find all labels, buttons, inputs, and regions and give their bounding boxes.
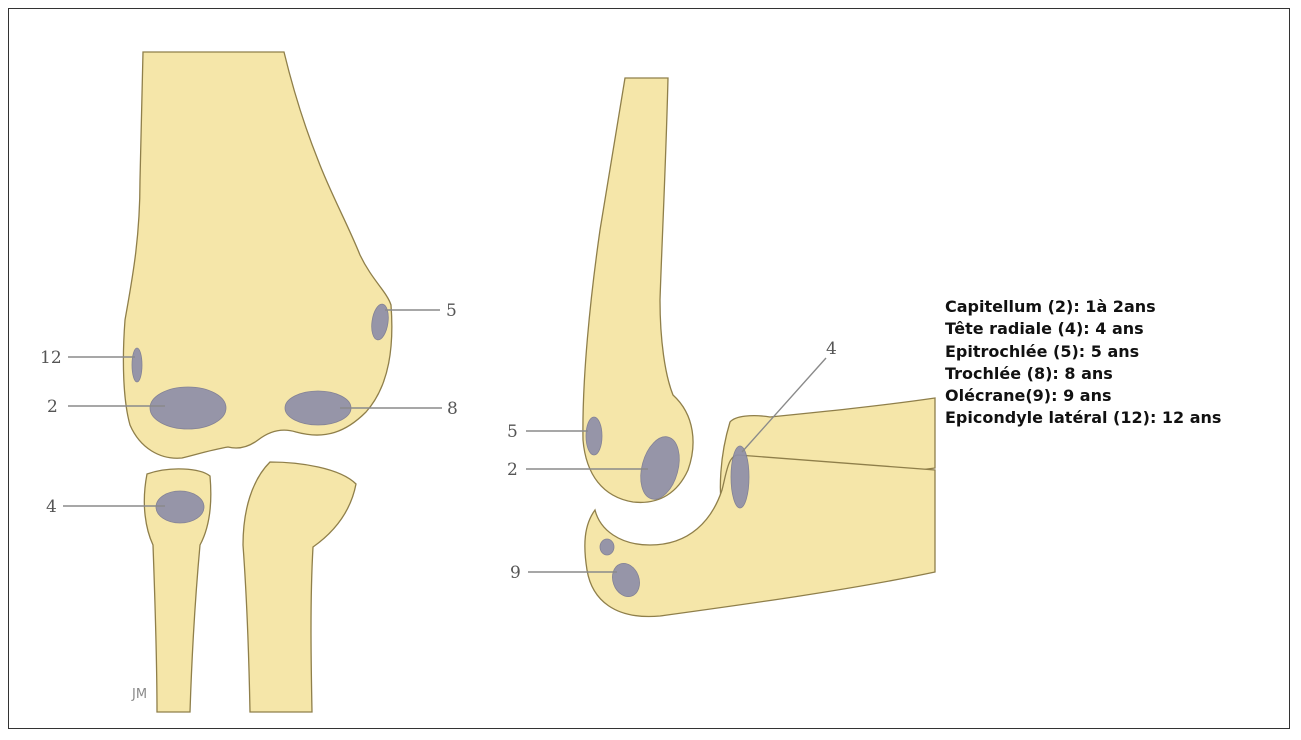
ossification-age-legend: Capitellum (2): 1à 2ans Tête radiale (4)…: [945, 296, 1221, 430]
legend-item-epitrochlea: Epitrochlée (5): 5 ans: [945, 341, 1221, 363]
legend-item-trochlea: Trochlée (8): 8 ans: [945, 363, 1221, 385]
legend-item-radial-head: Tête radiale (4): 4 ans: [945, 318, 1221, 340]
frontal-ulna: [243, 462, 356, 712]
frontal-label-8: 8: [447, 399, 458, 419]
lateral-epitrochlea-center: [586, 417, 602, 455]
artist-signature: JM: [131, 687, 147, 702]
lateral-view: 5 2 9 4: [507, 78, 935, 617]
frontal-radial-head-center: [156, 491, 204, 523]
frontal-capitellum-center: [150, 387, 226, 429]
legend-item-olecranon: Olécrane(9): 9 ans: [945, 385, 1221, 407]
frontal-view: 12 2 4 5 8 JM: [40, 52, 458, 712]
lateral-olecranon-center-small: [600, 539, 614, 555]
frontal-label-4: 4: [46, 497, 57, 517]
legend-item-epicondyle-lateral: Epicondyle latéral (12): 12 ans: [945, 407, 1221, 429]
legend-item-capitellum: Capitellum (2): 1à 2ans: [945, 296, 1221, 318]
lateral-radial-head-center: [731, 446, 749, 508]
lateral-label-9: 9: [510, 563, 521, 583]
lateral-label-2: 2: [507, 460, 518, 480]
frontal-label-12: 12: [40, 348, 62, 368]
lateral-label-5: 5: [507, 422, 518, 442]
frontal-epicondyle-center: [132, 348, 142, 382]
frontal-label-5: 5: [446, 301, 457, 321]
frontal-label-2: 2: [47, 397, 58, 417]
lateral-label-4: 4: [826, 339, 837, 359]
